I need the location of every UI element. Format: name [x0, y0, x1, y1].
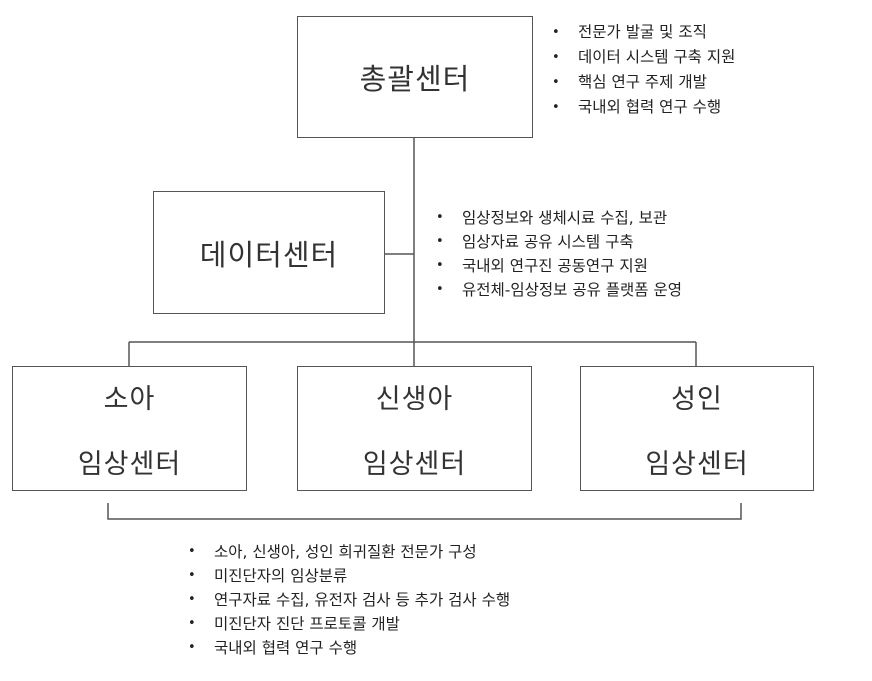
neonatal-center-name: 신생아	[375, 383, 454, 415]
neonatal-center-box: 신생아 임상센터	[297, 366, 532, 491]
bullet-icon: •	[436, 234, 444, 249]
adult-center-name: 성인	[671, 383, 723, 415]
hq-duties-list: •전문가 발굴 및 조직 •데이터 시스템 구축 지원 •핵심 연구 주제 개발…	[548, 20, 735, 120]
bullet-icon: •	[552, 25, 560, 40]
hq-center-box: 총괄센터	[297, 16, 533, 138]
bullet-icon: •	[188, 616, 196, 631]
data-center-box: 데이터센터	[153, 191, 385, 314]
data-center-label: 데이터센터	[199, 237, 339, 272]
bullet-icon: •	[552, 50, 560, 65]
bullet-icon: •	[188, 592, 196, 607]
bullet-icon: •	[188, 640, 196, 655]
pediatric-center-type: 임상센터	[77, 448, 182, 480]
neonatal-center-type: 임상센터	[362, 448, 467, 480]
bullet-icon: •	[552, 100, 560, 115]
list-item: •국내외 연구진 공동연구 지원	[432, 254, 682, 278]
clinical-duties-list: •소아, 신생아, 성인 희귀질환 전문가 구성 •미진단자의 임상분류 •연구…	[184, 540, 510, 660]
list-item: •유전체-임상정보 공유 플랫폼 운영	[432, 278, 682, 302]
data-center-duties-list: •임상정보와 생체시료 수집, 보관 •임상자료 공유 시스템 구축 •국내외 …	[432, 206, 682, 302]
list-item: •미진단자의 임상분류	[184, 564, 510, 588]
bullet-icon: •	[188, 544, 196, 559]
list-item: •미진단자 진단 프로토콜 개발	[184, 612, 510, 636]
bullet-icon: •	[188, 568, 196, 583]
list-item: •임상정보와 생체시료 수집, 보관	[432, 206, 682, 230]
list-item: •데이터 시스템 구축 지원	[548, 45, 735, 70]
list-item: •소아, 신생아, 성인 희귀질환 전문가 구성	[184, 540, 510, 564]
pediatric-center-box: 소아 임상센터	[12, 366, 247, 491]
bullet-icon: •	[436, 282, 444, 297]
hq-center-label: 총괄센터	[359, 62, 471, 96]
list-item: •국내외 협력 연구 수행	[184, 636, 510, 660]
list-item: •핵심 연구 주제 개발	[548, 70, 735, 95]
list-item: •연구자료 수집, 유전자 검사 등 추가 검사 수행	[184, 588, 510, 612]
pediatric-center-name: 소아	[103, 383, 156, 415]
list-item: •임상자료 공유 시스템 구축	[432, 230, 682, 254]
adult-center-box: 성인 임상센터	[580, 366, 814, 491]
bullet-icon: •	[436, 210, 444, 225]
list-item: •전문가 발굴 및 조직	[548, 20, 735, 45]
bullet-icon: •	[436, 258, 444, 273]
adult-center-type: 임상센터	[645, 448, 749, 480]
bullet-icon: •	[552, 75, 560, 90]
list-item: •국내외 협력 연구 수행	[548, 95, 735, 120]
grouping-bracket	[107, 503, 742, 520]
